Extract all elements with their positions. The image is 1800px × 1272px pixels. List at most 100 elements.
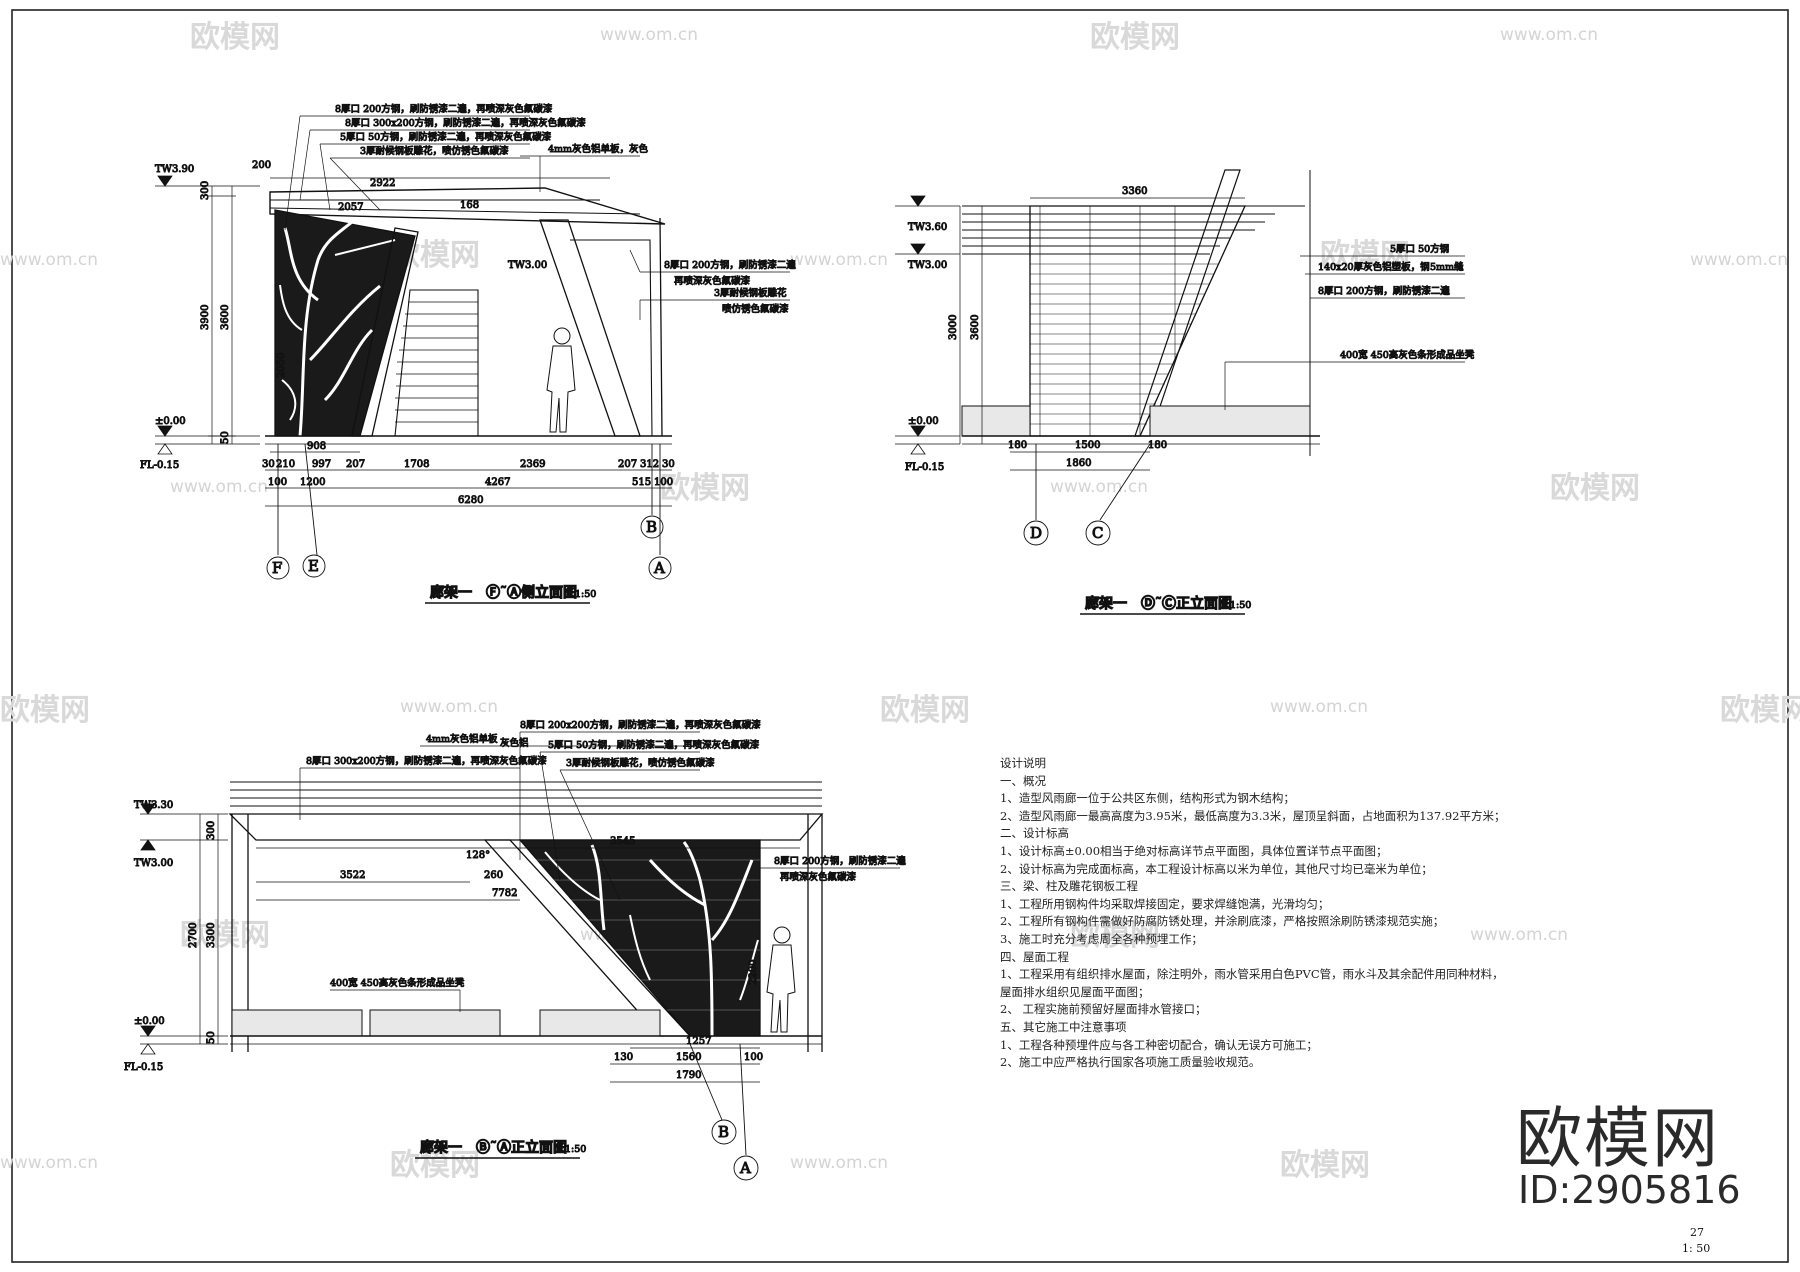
callout-label: 8厚口 200方钢，刷防锈漆二遍 (1318, 285, 1450, 297)
watermark-brand: 欧模网 (1280, 1148, 1370, 1183)
notes-heading: 设计说明 (1000, 756, 1046, 770)
vdim: 50 (206, 1031, 217, 1044)
axis-label: B (718, 1123, 729, 1141)
notes-line: 1、设计标高±0.00相当于绝对标高详节点平面图，具体位置详节点平面图； (1000, 843, 1388, 858)
drawing-scale: 1:50 (575, 589, 596, 600)
dim-text: 2922 (370, 178, 395, 189)
vdim: 3600 (220, 305, 231, 330)
drawing-title-axes: Ⓕ˜Ⓐ侧立面图 (486, 584, 577, 601)
callout-leaders (284, 115, 790, 320)
watermark-brand: 欧模网 (1720, 693, 1800, 728)
callout-label: 8厚口 300x200方钢，刷防锈漆二遍，再喷深灰色氟碳漆 (345, 117, 586, 129)
level-label: TW3.30 (134, 800, 173, 811)
watermark-brand: 欧模网 (190, 20, 280, 55)
watermark-url: www.om.cn (1270, 697, 1368, 717)
dim-text: 515 (632, 477, 651, 488)
callout-label: 5厚口 50方钢，刷防锈漆二遍，再喷深灰色氟碳漆 (548, 739, 760, 751)
axis-label: D (1030, 524, 1042, 542)
roof-bands (230, 781, 822, 815)
level-label: TW3.00 (134, 858, 173, 869)
drawing-3-front-elevation: TW3.30 TW3.00 ±0.00 FL-0.15 300 2700 330… (124, 719, 907, 1181)
vdim: 2050 (276, 353, 287, 378)
panel-seams (1039, 206, 1176, 436)
notes-line: 一、概况 (1000, 773, 1046, 788)
watermark-brand: 欧模网 (880, 693, 970, 728)
level-marks (895, 195, 960, 455)
axis-label: B (646, 518, 657, 536)
dim-text: 30 (662, 459, 675, 470)
vdim: 3000 (948, 315, 959, 340)
notes-line: 三、梁、柱及雕花钢板工程 (1000, 879, 1138, 894)
watermark-url: www.om.cn (1690, 250, 1788, 270)
callout-label: 5厚口 50方钢 (1390, 243, 1449, 255)
notes-line: 2、工程所有钢构件需做好防腐防锈处理，并涂刷底漆，严格按照涂刷防锈漆规范实施； (1000, 914, 1445, 929)
roof-beam (228, 813, 824, 841)
dim-text: 1200 (300, 477, 325, 488)
notes-line: 2、造型风雨廊一最高高度为3.95米，最低高度为3.3米，屋顶呈斜面，占地面积为… (1000, 808, 1506, 823)
level-label: ±0.00 (134, 1016, 165, 1027)
bench-label: 400宽 450高灰色条形成品坐凳 (330, 977, 465, 989)
callout-label: 4mm灰色铝单板 (426, 733, 498, 745)
human-figure (546, 327, 576, 433)
drawing-title: 廊架一 (420, 1139, 462, 1156)
vertical-dimension-lines (208, 186, 236, 444)
dim-text: 130 (614, 1052, 633, 1063)
drawing-title-axes: Ⓑ˜Ⓐ正立面图 (476, 1139, 567, 1156)
vdim: 300 (206, 821, 217, 840)
dim-text: 207 (346, 459, 365, 470)
drawing-title: 廊架一 (1085, 595, 1127, 612)
dim-text: 1790 (676, 1070, 701, 1081)
watermark-brand: 欧模网 (1550, 471, 1640, 506)
vdim: 3300 (206, 923, 217, 948)
level-label: TW3.00 (908, 260, 947, 271)
axis-markers (1023, 443, 1151, 546)
dim-text: 2057 (338, 202, 363, 213)
level-label: FL-0.15 (124, 1062, 163, 1073)
dim-text: 100 (744, 1052, 763, 1063)
callout-label: 140x20厚灰色铝塑板，钢 (1318, 261, 1430, 273)
drawing-scale: 1:50 (1230, 600, 1251, 611)
axis-label: F (272, 559, 282, 577)
watermark-brand: 欧模网 (1320, 238, 1410, 273)
dim-text: 168 (460, 200, 479, 211)
level-label: FL-0.15 (905, 462, 944, 473)
human-figure (766, 926, 796, 1033)
vdim: 3900 (200, 305, 211, 330)
bench (1149, 405, 1311, 437)
sheet-border (11, 9, 1789, 1263)
louvre-lines (395, 301, 478, 423)
level-marks (140, 803, 228, 1055)
page-number: 27 (1690, 1226, 1704, 1239)
notes-line: 2、施工中应严格执行国家各项施工质量验收规范。 (1000, 1055, 1261, 1070)
callout-label: 3厚耐候钢板雕花 (714, 287, 787, 299)
callout-leaders (299, 731, 900, 1012)
level-label: ±0.00 (908, 416, 939, 427)
roof-slab (269, 187, 666, 225)
callout-label: 8厚口 200方钢，刷防锈漆二遍 (774, 855, 906, 867)
dim-text: 1500 (1075, 440, 1100, 451)
design-notes: 设计说明 一、概况 1、造型风雨廊一位于公共区东侧，结构形式为钢木结构； 2、造… (1000, 755, 1560, 1072)
callout-label: 8厚口 200方钢，刷防锈漆二遍，再喷深灰色氟碳漆 (335, 103, 553, 115)
dim-text: 312 (640, 459, 659, 470)
dim-text: 200 (252, 160, 271, 171)
axis-label: A (739, 1159, 751, 1177)
slanted-column (1134, 169, 1241, 437)
bench-left (961, 405, 1031, 437)
dim-text: 908 (307, 441, 326, 452)
callout-label: 5mm缝 (1430, 261, 1464, 273)
dim-text: 1257 (686, 1036, 711, 1047)
watermark-url: www.om.cn (1050, 477, 1148, 497)
watermark-brand: 欧模网 (1070, 918, 1160, 953)
vdim: 2200 (748, 960, 759, 985)
callout-leaders (1224, 255, 1465, 410)
watermark-brand: 欧模网 (390, 1148, 480, 1183)
watermark-url: www.om.cn (600, 25, 698, 45)
callout-label: 5厚口 50方钢，刷防锈漆二遍，再喷深灰色氟碳漆 (340, 131, 552, 143)
level-label: ±0.00 (155, 416, 186, 427)
level-label: TW3.90 (155, 164, 194, 175)
angle-text: 128° (466, 850, 490, 861)
drawing-1-side-elevation: TW3.90 ±0.00 FL-0.15 300 3600 3900 50 20… (140, 103, 797, 604)
dim-text: 207 (618, 459, 637, 470)
vdim: 50 (220, 431, 231, 444)
